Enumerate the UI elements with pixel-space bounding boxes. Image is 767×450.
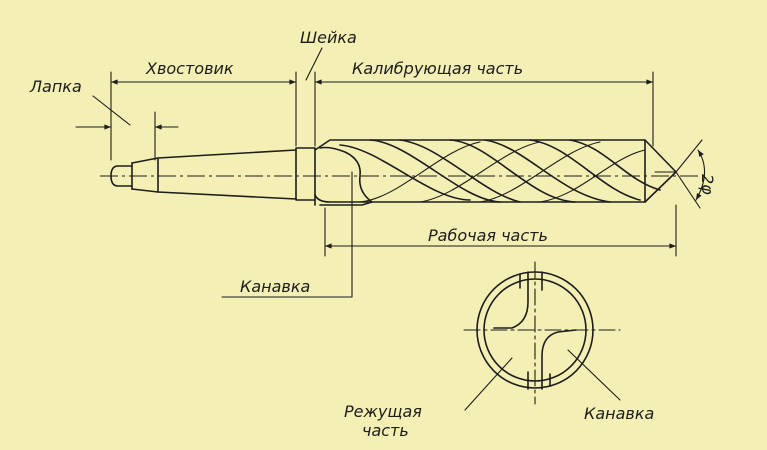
label-neck: Шейка: [300, 28, 357, 47]
groove-runout: [319, 146, 373, 206]
label-cutting-part-line2: часть: [362, 421, 409, 440]
tip-angle-line-lower: [675, 171, 701, 209]
label-shank: Хвостовик: [145, 59, 234, 78]
tip-angle-line-upper: [675, 139, 703, 173]
drill-tang: [110, 165, 133, 187]
label-working-part: Рабочая часть: [428, 226, 548, 245]
label-cutting-part-line1: Режущая: [344, 402, 422, 421]
label-calibrating-part: Калибрующая часть: [352, 59, 523, 78]
tip-angle-arc: [695, 149, 706, 201]
helical-flutes: [339, 139, 661, 203]
drill-cross-section: [463, 261, 621, 405]
leader-tang: [92, 95, 131, 126]
label-tip-angle: 2φ: [698, 174, 717, 195]
drill-neck: [295, 147, 316, 206]
drill-shank: [131, 149, 297, 200]
label-groove-right: Канавка: [584, 404, 654, 423]
leader-cutting-part: [464, 357, 513, 411]
label-groove-left: Канавка: [240, 277, 310, 296]
leader-groove-section: [567, 349, 621, 401]
drill-body-outline: [314, 139, 677, 203]
leader-neck: [305, 47, 323, 81]
label-tang: Лапка: [29, 77, 82, 96]
